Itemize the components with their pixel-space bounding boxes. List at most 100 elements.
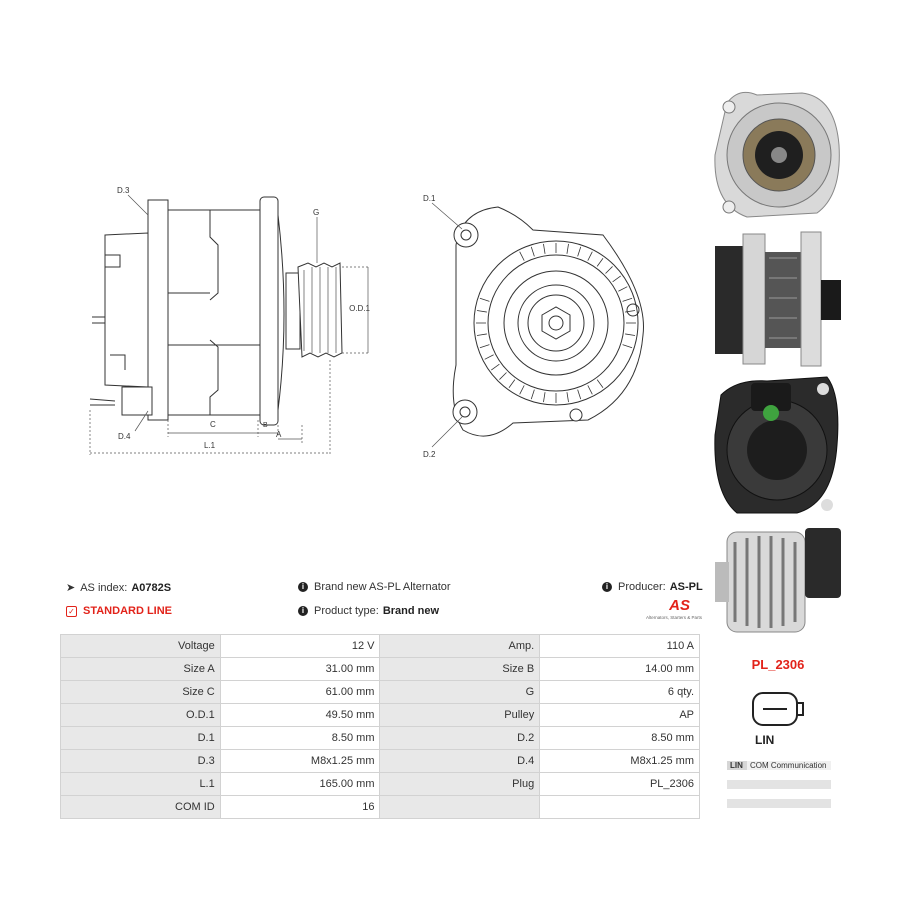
spec-value: PL_2306 [539, 772, 700, 796]
vent-slot [596, 258, 604, 267]
info-icon: i [298, 606, 308, 616]
label-d2: D.2 [423, 450, 436, 459]
info-icon: i [602, 582, 612, 592]
vent-slot [625, 310, 636, 313]
spec-label: G [379, 680, 541, 704]
vent-slot [587, 385, 593, 395]
spec-value: 8.50 mm [539, 726, 700, 750]
spec-value: 6 qty. [539, 680, 700, 704]
label-g: G [313, 208, 319, 217]
connector-label: LIN [755, 733, 775, 747]
pin-row [727, 780, 831, 789]
vent-slot [499, 372, 507, 380]
spec-label: Size C [60, 680, 221, 704]
vent-slot [622, 297, 633, 302]
spec-label: D.4 [379, 749, 541, 773]
vent-slot [479, 297, 490, 302]
label-d4: D.4 [118, 432, 131, 441]
pin-number: LIN [727, 761, 747, 770]
vent-slot [587, 251, 593, 261]
spec-label: L.1 [60, 772, 221, 796]
label-d1: D.1 [423, 194, 436, 203]
spec-label: Voltage [60, 634, 221, 658]
spec-value: 165.00 mm [219, 772, 381, 796]
as-pl-logo: AS Alternators, Starters & Parts [636, 598, 702, 626]
spec-value [539, 795, 700, 819]
vent-slot [596, 379, 604, 388]
vent-slot [625, 333, 636, 336]
spec-label: D.2 [379, 726, 541, 750]
logo-tagline: Alternators, Starters & Parts [645, 615, 702, 620]
vent-slot [618, 286, 628, 292]
product-type-label: Product type: [314, 605, 379, 617]
label-a: A [276, 430, 282, 439]
as-index: ➤ AS index: A0782S [66, 581, 172, 595]
label-d3: D.3 [117, 186, 130, 195]
vent-slot [605, 266, 613, 274]
standard-line-label: STANDARD LINE [83, 605, 173, 617]
vent-slot [543, 243, 546, 254]
product-photo-rear [714, 376, 839, 514]
vent-slot [622, 344, 633, 349]
plug-title: PL_2306 [751, 657, 805, 672]
tag-icon: ➤ [66, 582, 76, 594]
spec-label: Size A [60, 657, 221, 681]
vent-slot [508, 379, 516, 388]
vent-slot [530, 246, 535, 257]
brand-new-note: i Brand new AS-PL Alternator [298, 581, 451, 593]
vent-slot [543, 392, 546, 403]
vent-slot [491, 363, 500, 371]
standard-line: ✓ STANDARD LINE [66, 605, 172, 617]
producer-value: AS-PL [669, 581, 703, 593]
product-photo-angle [715, 528, 841, 633]
spec-value: 16 [219, 795, 381, 819]
producer: i Producer: AS-PL [602, 581, 703, 593]
spec-label: COM ID [60, 795, 221, 819]
as-index-label: AS index: [80, 581, 128, 594]
spec-value: 110 A [539, 634, 700, 658]
spec-value: 61.00 mm [219, 680, 381, 704]
label-od1: O.D.1 [349, 304, 370, 313]
vent-slot [519, 385, 525, 395]
product-type: i Product type: Brand new [298, 605, 439, 617]
spec-value: 8.50 mm [219, 726, 381, 750]
spec-value: 12 V [219, 634, 381, 658]
spec-value: M8x1.25 mm [539, 749, 700, 773]
vent-slot [476, 310, 487, 313]
as-index-value: A0782S [131, 581, 172, 594]
vent-slot [476, 333, 487, 336]
spec-value: 49.50 mm [219, 703, 381, 727]
spec-value: AP [539, 703, 700, 727]
spec-value: 31.00 mm [219, 657, 381, 681]
spec-label: D.3 [60, 749, 221, 773]
vent-slot [530, 389, 535, 400]
pin-row: LIN COM Communication [727, 761, 831, 770]
label-c: C [210, 420, 216, 429]
vent-slot [519, 251, 525, 261]
logo-mark: AS [669, 597, 690, 614]
producer-label: Producer: [618, 581, 666, 593]
side-view-drawing: D.3 G O.D.1 D.4 C B A L.1 [89, 186, 371, 455]
plug-connector-icon [752, 692, 804, 726]
label-b: B [263, 422, 268, 429]
pin-row [727, 799, 831, 808]
pin-description: COM Communication [750, 761, 827, 770]
product-type-value: Brand new [382, 605, 440, 617]
product-photo-side [715, 231, 841, 367]
front-view-drawing: D.1 D.2 [423, 194, 644, 459]
spec-label: Amp. [379, 634, 541, 658]
spec-label [379, 795, 541, 819]
spec-label: O.D.1 [60, 703, 221, 727]
vent-slot [577, 389, 582, 400]
product-photo-front [714, 91, 840, 218]
vent-slot [612, 275, 621, 283]
vent-slot [479, 344, 490, 349]
brand-new-text: Brand new AS-PL Alternator [314, 581, 451, 593]
